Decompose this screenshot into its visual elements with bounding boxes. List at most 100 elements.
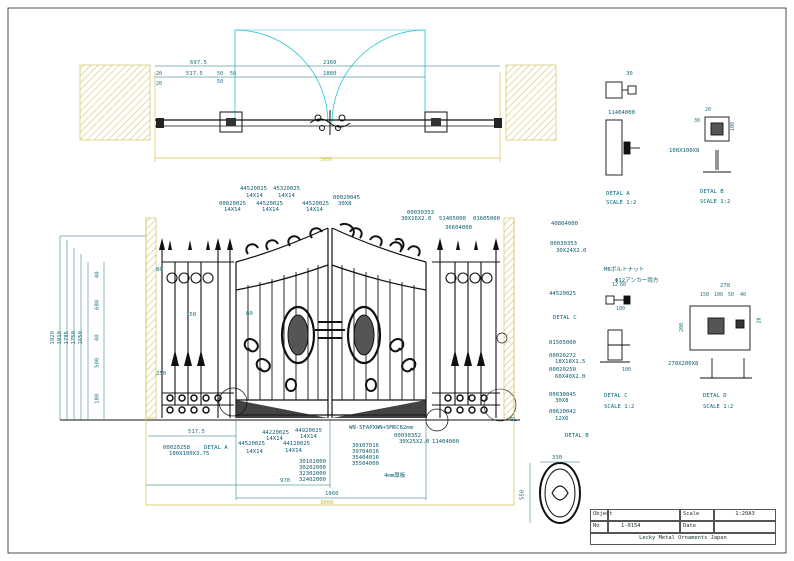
plan-dim-1860: 1860 <box>323 71 337 77</box>
elev-detail-a-label: DETAL A <box>204 445 228 451</box>
plan-dim-2160: 2160 <box>323 60 337 66</box>
tb-no-value: 1-0154 <box>608 521 680 533</box>
part-right-0-code: 40804000 <box>551 221 578 227</box>
detail-b-dim-100: 100 <box>730 121 737 132</box>
part-top-6-size: 30X16X2.0 <box>401 216 432 222</box>
scrollwork <box>243 223 421 392</box>
plan-dim-517: 517.5 <box>186 71 203 77</box>
tb-date-label: Date <box>680 521 714 533</box>
elev-dim-517: 517.5 <box>188 429 205 435</box>
detail-d-dim-270: 270 <box>720 283 731 289</box>
elev-side-180: 180 <box>94 393 101 404</box>
detail-d-dim-150: 150 <box>700 292 710 298</box>
left-wall-elev <box>145 217 157 419</box>
oval-ornament-detail <box>529 461 581 524</box>
right-wall-plan <box>505 64 557 141</box>
detail-d-dim-40: 40 <box>740 292 747 298</box>
plan-dim-697: 697.5 <box>190 60 207 66</box>
part-right-9-code: DETAL B <box>565 433 589 439</box>
part-bot-1-code: 44520025 <box>238 441 265 447</box>
elev-dim-3000: 3000 <box>320 500 334 506</box>
left-wall-plan <box>79 64 151 141</box>
ornament-dim-550: 550 <box>519 489 526 500</box>
detail-b-scale: SCALE 1:2 <box>700 199 731 205</box>
note-35404016: 35404016 <box>352 455 379 461</box>
note-11404000: 11404000 <box>432 439 459 445</box>
right-fixed-panel <box>432 250 500 418</box>
detail-c-dim-12: 12 <box>612 282 619 288</box>
part-bot-6-code: 30202000 <box>299 465 326 471</box>
tb-company: Lecky Metal Ornaments Japan <box>590 533 776 545</box>
part-top-3-size: 14X14 <box>262 207 279 213</box>
note-39704016: 39704016 <box>352 449 379 455</box>
part-right-8-size: 12X6 <box>555 416 569 422</box>
elev-dim-1920: 1920 <box>49 331 56 345</box>
note-30107016: 30107016 <box>352 443 379 449</box>
detail-d-dim-200: 200 <box>679 322 686 333</box>
part-top-0-size: 14X14 <box>224 207 241 213</box>
part-bot-2-code: 44220025 <box>262 430 289 436</box>
right-oval <box>346 305 382 365</box>
detail-c-dim-100a: 100 <box>616 306 626 312</box>
elev-side-500: 500 <box>94 357 101 368</box>
detail-d-dim-20: 20 <box>756 317 763 324</box>
part-bot-8-code: 32402000 <box>299 477 326 483</box>
part-top-4-code: 44520025 <box>302 201 329 207</box>
elev-side-60: 60 <box>246 311 253 317</box>
elev-dim-1910: 1910 <box>56 331 63 345</box>
elev-dim-1650: 1650 <box>77 331 84 345</box>
elev-side-680: 680 <box>94 299 101 310</box>
elev-dim-1750: 1750 <box>70 331 77 345</box>
elev-side-40a: 40 <box>94 271 101 279</box>
part-right-8-code: 00620042 <box>549 409 576 415</box>
part-bot-1-size: 14X14 <box>246 449 263 455</box>
part-right-4-code: 01505000 <box>549 340 576 346</box>
part-top-5-size: 30X8 <box>338 201 352 207</box>
elev-dim-1785: 1785 <box>63 331 70 345</box>
part-top-7-code: 51405000 <box>439 216 466 222</box>
detail-c-dim-100b: 100 <box>622 367 632 373</box>
part-top-0-code: 00020025 <box>219 201 246 207</box>
part-top-8-code: 01605000 <box>473 216 500 222</box>
plan-dim-50b: 50 <box>230 71 237 77</box>
part-bot-5-code: 30102000 <box>299 459 326 465</box>
detail-a-code: 11404000 <box>608 110 635 116</box>
detail-d-drawing <box>689 305 752 379</box>
part-top-1-code: 44520025 <box>240 186 267 192</box>
left-oval <box>280 305 316 365</box>
detail-d-title: DETAL D <box>703 393 727 399</box>
part-right-3-code: DETAL C <box>553 315 577 321</box>
part-top-2-code: 45320025 <box>273 186 300 192</box>
detail-d-dim-100: 100 <box>714 292 724 298</box>
part-top-5-code: 00020045 <box>333 195 360 201</box>
note-bolt: WN-5FAPXWN+5M6C82mm <box>349 425 413 431</box>
note-00030352: 00030352 <box>394 433 421 439</box>
part-right-7-code: 00030045 <box>549 392 576 398</box>
detail-a-scale: SCALE 1:2 <box>606 200 637 206</box>
note-4mm-plate: 4mm厚板 <box>384 473 406 479</box>
gate-elevation <box>59 217 520 506</box>
tb-object-value <box>608 509 680 521</box>
plan-view: 3000 <box>79 29 557 163</box>
note-30x25: 30X25X2.0 <box>399 439 430 445</box>
part-bot-3-code: 44120025 <box>283 441 310 447</box>
detail-c-dim-60: 60 <box>620 282 627 288</box>
part-bot-4-code: 44920025 <box>295 428 322 434</box>
plan-dim-50a: 50 <box>217 71 224 77</box>
part-bot-7-code: 32302000 <box>299 471 326 477</box>
elev-dim-970: 970 <box>280 478 291 484</box>
right-wall-elev <box>503 217 515 419</box>
part-bot-2-size: 14X14 <box>266 436 283 442</box>
elev-dim-250: 250 <box>156 371 167 377</box>
part-bot-0-code: 00020258 <box>163 445 190 451</box>
part-right-6-code: 00020250 <box>549 367 576 373</box>
detail-b-size: 100X100X8 <box>669 148 700 154</box>
part-top-2-size: 14X14 <box>278 193 295 199</box>
part-top-4-size: 14X14 <box>306 207 323 213</box>
part-right-6-size: 60X40X2.0 <box>555 374 586 380</box>
elev-gl-label: GL <box>510 417 517 423</box>
tb-object-label: Object <box>590 509 612 521</box>
left-fixed-panel <box>161 250 234 418</box>
svg-text:3000: 3000 <box>320 157 332 163</box>
